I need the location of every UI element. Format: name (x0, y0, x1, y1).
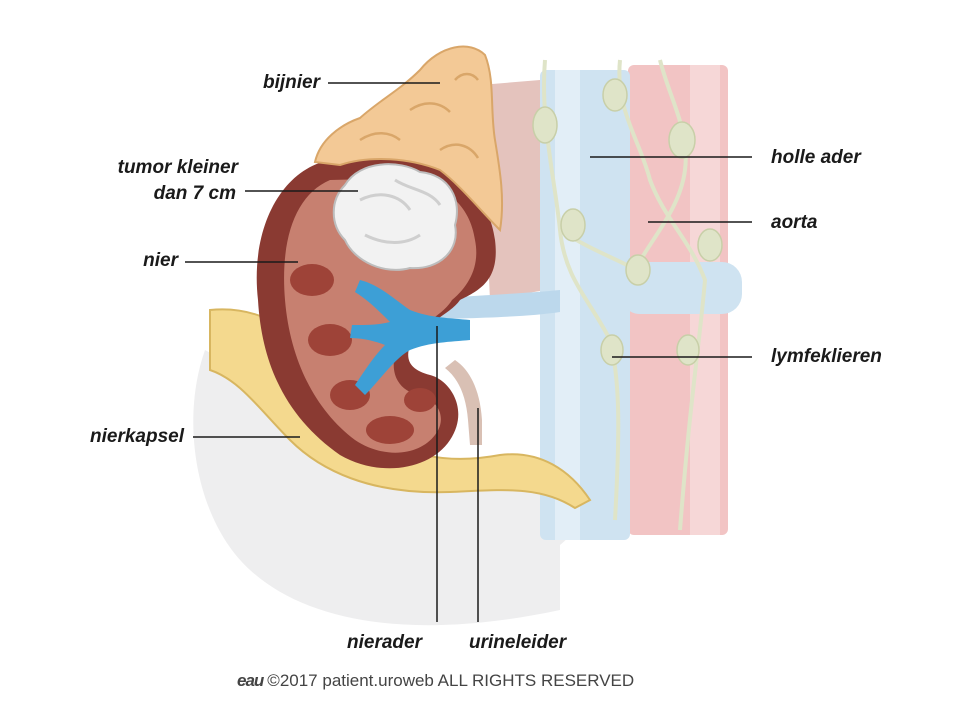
lymph-node (602, 78, 628, 112)
lymph-node (625, 254, 651, 286)
ureter-shape (445, 360, 482, 445)
adrenal-lobes (359, 72, 480, 159)
adrenal-gland-shape (313, 45, 504, 233)
copyright-footer: eau©2017 patient.uroweb ALL RIGHTS RESER… (237, 671, 634, 691)
kidney-pyramid (290, 264, 334, 296)
renal-vein-right (620, 262, 742, 314)
leader-lines (185, 82, 752, 622)
label-vena-cava: holle ader (771, 147, 861, 168)
label-adrenal: bijnier (262, 72, 320, 93)
lymph-node (697, 228, 723, 262)
lymph-node (532, 106, 558, 144)
label-renal-vein: nierader (347, 632, 422, 653)
lymph-node (676, 334, 700, 366)
kidney-pyramid (308, 324, 352, 356)
label-aorta: aorta (771, 212, 818, 233)
label-kidney: nier (143, 250, 178, 271)
label-tumor-line2: dan 7 cm (153, 183, 236, 204)
label-lymph-nodes: lymfeklieren (771, 346, 882, 367)
lymph-node (668, 121, 696, 159)
label-capsule: nierkapsel (90, 426, 184, 447)
back-muscle (480, 80, 545, 300)
tumor-shape (332, 163, 458, 271)
label-tumor-line1: tumor kleiner (117, 157, 238, 178)
tumor-fold (359, 178, 442, 244)
eau-logo: eau (237, 671, 264, 690)
lymph-node (560, 208, 586, 242)
lymph-node (600, 334, 624, 366)
kidney-pyramid (404, 388, 436, 412)
label-ureter: urineleider (469, 632, 567, 653)
renal-vein-pelvis (350, 280, 470, 395)
kidney-pyramid (366, 416, 414, 444)
copyright-text: ©2017 patient.uroweb ALL RIGHTS RESERVED (267, 671, 635, 690)
